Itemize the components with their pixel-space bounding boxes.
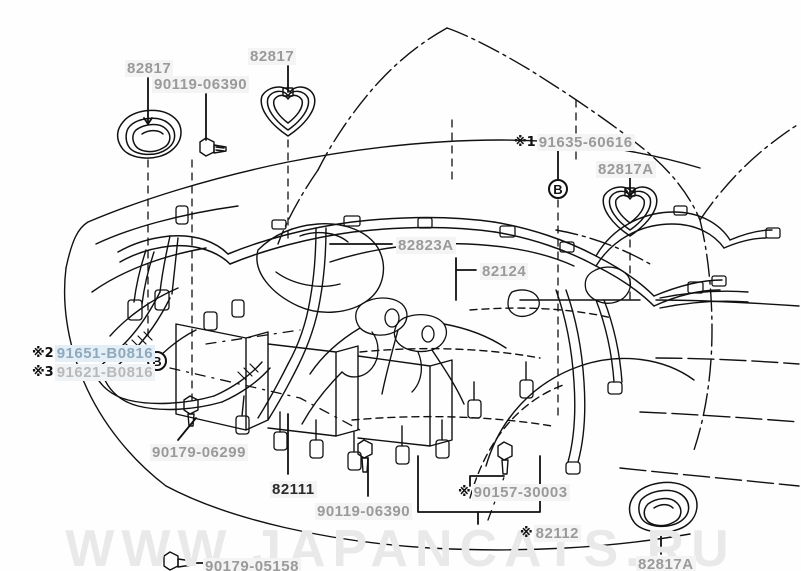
- part-label-82817[interactable]: 82817: [125, 60, 174, 77]
- part-label-90179-06299[interactable]: 90179-06299: [150, 444, 248, 461]
- part-number-text[interactable]: 91635-60616: [536, 134, 635, 151]
- part-number-text[interactable]: 82124: [480, 263, 529, 280]
- part-number-text[interactable]: 82823A: [396, 237, 456, 254]
- reference-asterisk-mark: ※1: [514, 135, 536, 150]
- part-number-text[interactable]: 82817: [248, 48, 297, 65]
- part-label-82111[interactable]: 82111: [270, 481, 317, 498]
- part-label-90119-06390[interactable]: 90119-06390: [315, 503, 413, 520]
- part-label-82124[interactable]: 82124: [480, 263, 529, 280]
- part-number-text[interactable]: 91651-B0816: [54, 345, 156, 362]
- part-number-text[interactable]: 82817A: [636, 556, 696, 571]
- part-number-text[interactable]: 82111: [270, 481, 317, 498]
- part-number-text[interactable]: 90179-06299: [150, 444, 248, 461]
- part-label-82112[interactable]: ※82112: [520, 525, 582, 542]
- part-number-text[interactable]: 82112: [533, 525, 582, 542]
- part-label-82817[interactable]: 82817: [248, 48, 297, 65]
- part-label-82823a[interactable]: 82823A: [396, 237, 456, 254]
- part-label-90119-06390[interactable]: 90119-06390: [152, 76, 250, 93]
- part-number-text[interactable]: 90157-30003: [471, 484, 570, 501]
- reference-asterisk-mark: ※: [520, 526, 533, 541]
- reference-asterisk-mark: ※3: [32, 365, 54, 380]
- part-label-90179-05158[interactable]: 90179-05158: [203, 558, 301, 571]
- part-label-82817a[interactable]: 82817A: [596, 161, 656, 178]
- part-number-text[interactable]: 90179-05158: [203, 558, 301, 571]
- part-label-82817a[interactable]: 82817A: [636, 556, 696, 571]
- part-number-text[interactable]: 82817: [125, 60, 174, 77]
- part-number-text[interactable]: 91621-B0816: [54, 364, 156, 381]
- reference-asterisk-mark: ※: [458, 485, 471, 500]
- part-number-text[interactable]: 90119-06390: [315, 503, 413, 520]
- part-number-text[interactable]: 90119-06390: [152, 76, 250, 93]
- reference-asterisk-mark: ※2: [32, 346, 54, 361]
- part-label-90157-30003[interactable]: ※90157-30003: [458, 484, 570, 501]
- part-number-text[interactable]: 82817A: [596, 161, 656, 178]
